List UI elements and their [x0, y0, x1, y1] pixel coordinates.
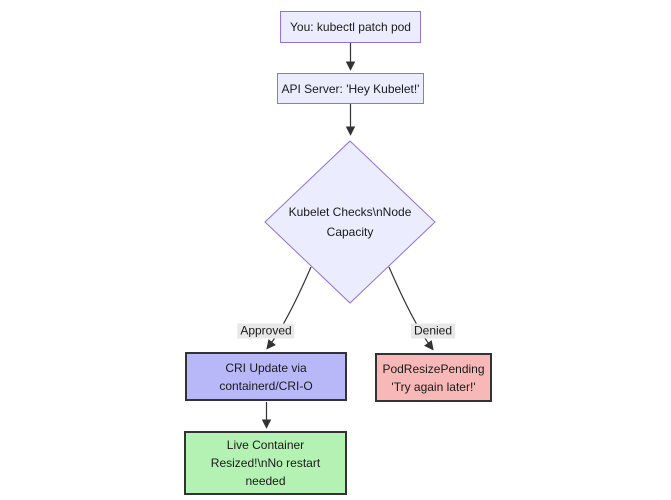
edge-check-to-pending	[388, 266, 434, 351]
node-kubelet-check: Kubelet Checks\nNode Capacity	[263, 139, 437, 305]
node-user-action: You: kubectl patch pod	[280, 11, 421, 43]
node-api-server-label: API Server: 'Hey Kubelet!'	[281, 81, 420, 96]
node-cri-update-label: CRI Update via containerd/CRI-O	[219, 360, 313, 393]
node-kubelet-check-label: Kubelet Checks\nNode Capacity	[288, 205, 412, 239]
node-pod-resize-pending-label: PodResizePending 'Try again later!'	[382, 361, 485, 394]
edge-check-to-cri	[266, 266, 312, 350]
node-pod-resize-pending: PodResizePending 'Try again later!'	[375, 353, 492, 402]
node-api-server: API Server: 'Hey Kubelet!'	[277, 73, 424, 104]
edge-label-denied: Denied	[410, 323, 456, 339]
node-user-action-label: You: kubectl patch pod	[290, 20, 411, 34]
node-live-resized-label: Live Container Resized!\nNo restart need…	[210, 438, 321, 488]
node-live-resized: Live Container Resized!\nNo restart need…	[184, 431, 347, 495]
node-cri-update: CRI Update via containerd/CRI-O	[185, 352, 347, 401]
decision-diamond-shape	[264, 140, 436, 304]
edge-label-approved: Approved	[237, 323, 295, 339]
